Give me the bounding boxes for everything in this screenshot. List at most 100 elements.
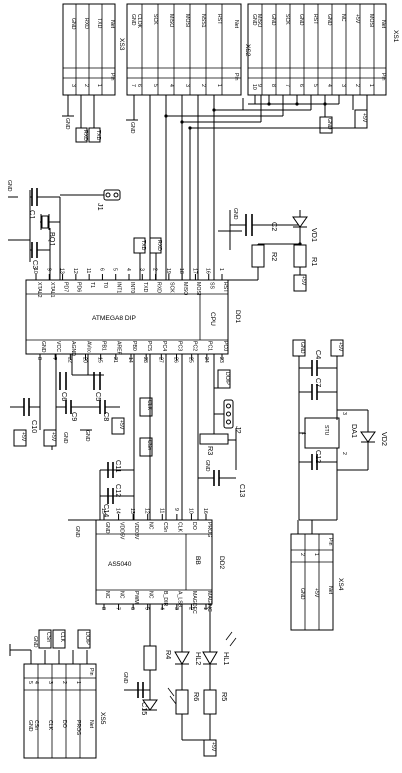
mcu-dd1: ATMEGA8 DIP CPU DD1 1RST16SS17MOSI18MISO… [25,268,241,363]
encoder-bottom-pin-number: 8 [100,607,106,610]
encoder-bottom-pin-number: 2 [187,607,193,610]
mcu-bottom-pin-name: AVcc [85,341,91,353]
encoder-bottom-pin-name: MAGDEC [191,591,197,614]
mcu-bottom-pin-name: VCC [55,341,61,352]
encoder-caps: C11 C12 C14 GND [68,460,134,538]
encoder-bottom-pin-name: NC [118,591,124,599]
xs2-rows: 1 RST 2 NSS1 3 MOSI 4 MISO 5 SCK 6 CLOK … [130,14,222,87]
svg-text:5: 5 [27,681,33,684]
encoder-bottom-pin-name: NC [104,591,110,599]
mcu-top-pin-number: 10 [32,268,38,274]
mcu-bottom-pin-name: GND [40,341,46,353]
svg-text:C13: C13 [238,484,247,497]
svg-text:+5V: +5V [337,342,343,352]
encoder-bottom-pin-name: NC [148,591,154,599]
connector-xs3: XS3 Pin Net 1 TXD 2 RXD 3 GND [62,3,125,96]
connector-xs1: XS1 Pin Net 1 MOSI 2 +5V 3 NC 4 GND 5 RS… [247,3,399,96]
encoder-top-pin-name: VDD5V [118,522,124,540]
mcu-top-pin-number: 1 [218,268,224,271]
svg-text:CLK: CLK [146,400,152,411]
mcu-bottom-pin-name: PC1 [207,341,213,351]
xs3-ref: XS3 [118,38,125,51]
regulator-name: STU [323,425,329,436]
xs5-rows: 1 PROG 2 DO 3 CLK 4 CSn 5 GND [27,681,81,735]
svg-text:CLK: CLK [59,632,65,643]
svg-text:DO/P: DO/P [224,372,230,385]
mcu-bottom-pin-number: 25 [188,357,194,363]
mcu-top-pin-number: 19 [165,268,171,274]
mcu-top-pin-number: 6 [98,268,104,271]
decoupling-caps: C6 C5 C9 C8 C10 +5V +5V GND +5V GND [10,354,125,450]
svg-text:C5: C5 [94,392,103,401]
svg-text:R5: R5 [220,692,229,701]
svg-text:GND: GND [251,14,257,26]
svg-text:GND: GND [270,14,276,26]
encoder-unit: BB [194,556,201,565]
svg-text:RXD: RXD [156,240,162,251]
svg-text:GND: GND [74,526,80,538]
mcu-top-pin-number: 16 [205,268,211,274]
encoder-bottom-pin-number: 3 [173,607,179,610]
xs1-rows: 1 MOSI 2 +5V 3 NC 4 GND 5 RST 6 GND 7 SC… [251,14,374,90]
mcu-top-pin-number: 2 [152,268,158,271]
encoder-top-pin-name: GND [104,522,110,534]
svg-text:CSn: CSn [146,440,152,450]
mcu-top-pin-number: 5 [112,268,118,271]
svg-text:Net: Net [327,586,333,595]
svg-text:4: 4 [33,681,39,684]
svg-text:C15: C15 [140,702,149,715]
svg-text:NSS1: NSS1 [200,14,206,28]
svg-text:SCK: SCK [284,14,290,25]
encoder-dd2: AS5040 BB DD2 16PROG10DO9CLK11CSn12NC13V… [95,508,225,614]
mcu-part-name: ATMEGA8 DIP [92,315,136,322]
mcu-unit: CPU [209,312,216,326]
svg-text:8: 8 [270,84,276,87]
xs3-net-tags: TXD RXD GND [62,95,101,143]
encoder-bottom-pin-number: 6 [129,607,135,610]
svg-text:C12: C12 [114,484,123,497]
svg-text:GND: GND [6,180,12,192]
svg-text:GND: GND [62,432,68,444]
svg-text:C12: C12 [314,450,323,463]
svg-text:TXD: TXD [95,130,101,141]
encoder-top-pin-name: CSn [162,522,168,532]
svg-text:CLOK: CLOK [136,14,142,29]
xs5-ref: XS5 [99,712,106,725]
svg-text:Pin: Pin [380,73,386,81]
mcu-top-pin-name: MOSI [195,282,201,295]
svg-text:4: 4 [326,84,332,87]
mcu-ref: DD1 [234,310,241,324]
svg-text:2: 2 [341,452,347,455]
mcu-bottom-pin-number: 23 [218,357,224,363]
mcu-top-pin-name: MISO [182,282,188,295]
mcu-top-pin-number: 18 [178,268,184,274]
svg-text:MOSI: MOSI [184,14,190,27]
svg-text:GND: GND [64,118,70,130]
encoder-top-pin-number: 14 [115,508,121,514]
mcu-bottom-pin-number: 20 [82,357,88,363]
mcu-top-pin-name: XTAL1 [49,282,55,298]
svg-text:+5V: +5V [354,14,360,24]
svg-text:PROG: PROG [75,720,81,735]
svg-text:C7: C7 [314,378,323,387]
svg-text:Net: Net [88,720,94,729]
svg-text:Pin: Pin [327,538,333,546]
encoder-bottom-pin-number: 5 [144,607,150,610]
svg-text:R2: R2 [270,252,279,261]
encoder-top-pin-name: DO [191,522,197,530]
mcu-bottom-pin-name: AGND [70,341,76,356]
encoder-bottom-pin-number: 1 [202,607,208,610]
svg-text:MOSI: MOSI [368,14,374,27]
encoder-top-pins: 16PROG10DO9CLK11CSn12NC13VDD3V14VDD5V15G… [100,508,212,540]
connector-xs5: XS5 Pin Net 1 PROG 2 DO 3 CLK 4 CSn 5 GN… [9,629,106,759]
reset-network: C2 GND VD1 R1 R2 +5V [214,208,319,292]
mcu-bottom-pin-name: PB0 [131,341,137,351]
mcu-top-pin-name: XTAL2 [36,282,42,298]
svg-text:BQ1: BQ1 [48,232,57,246]
svg-text:GND: GND [122,672,128,684]
svg-text:GND: GND [204,460,210,472]
encoder-top-pin-number: 10 [187,508,193,514]
svg-text:Pin: Pin [233,73,239,81]
svg-text:+5V: +5V [50,432,56,442]
